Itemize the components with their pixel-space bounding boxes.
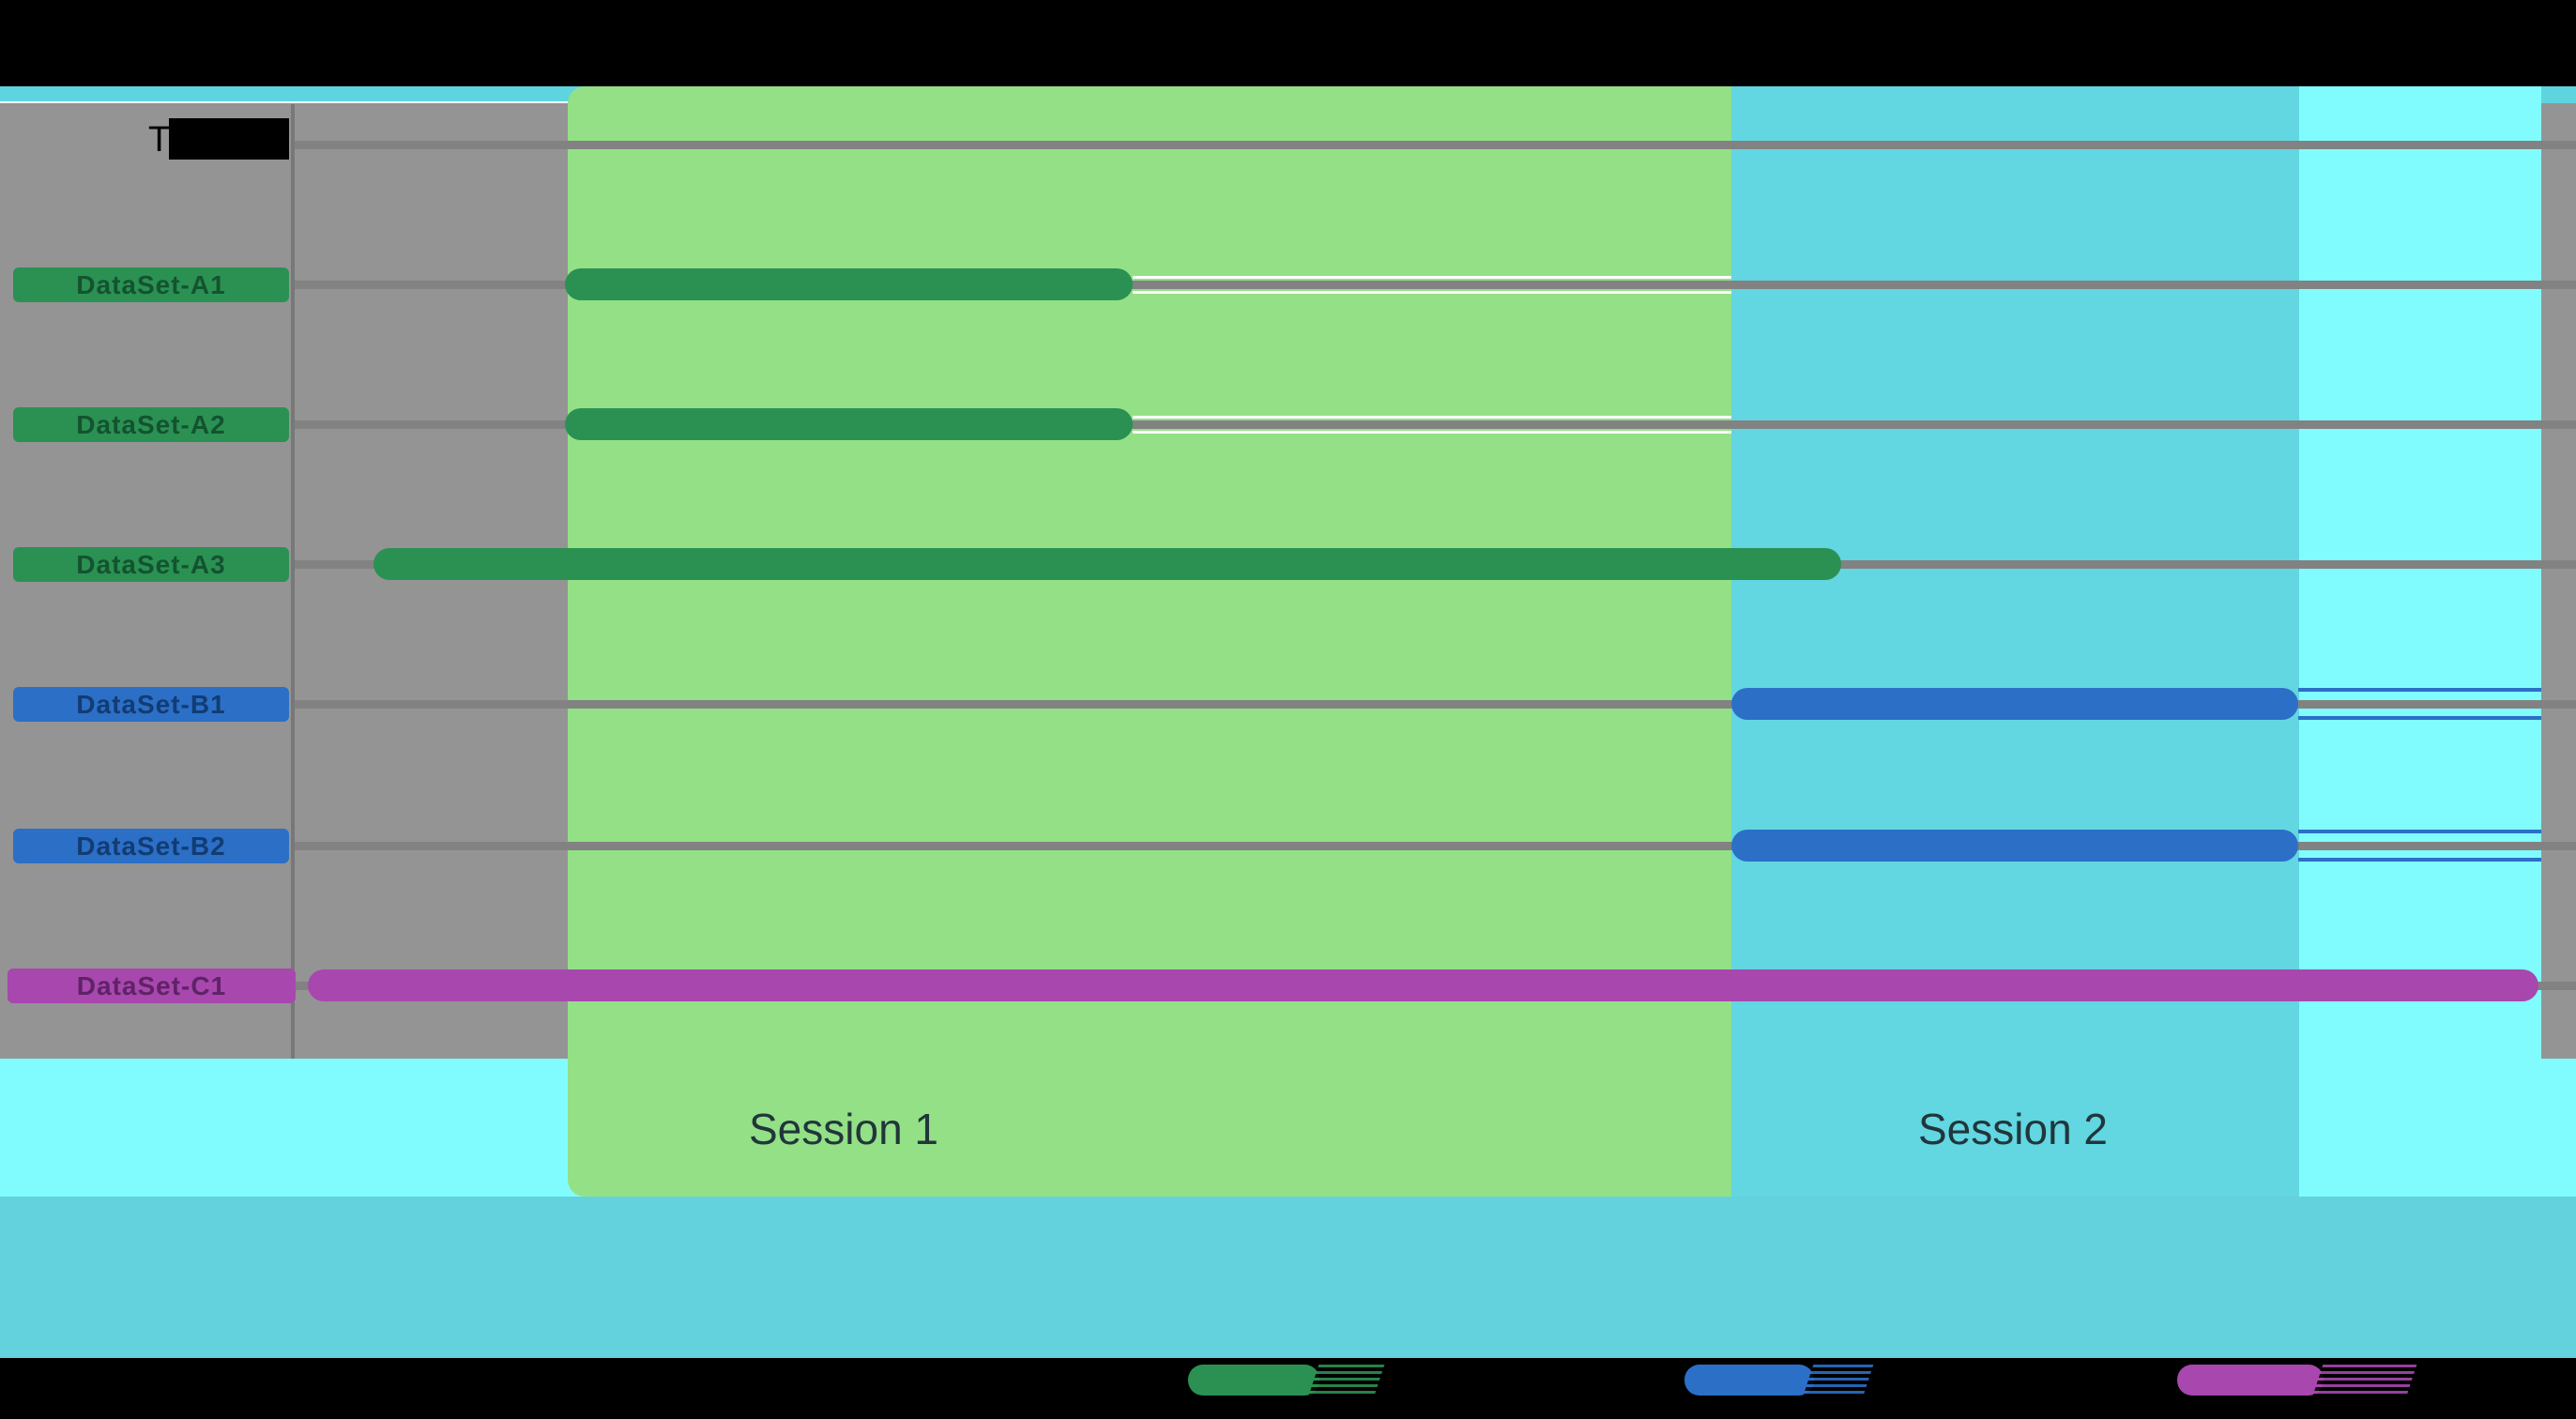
timeline-bar-dataset-a3 (373, 548, 1841, 580)
bottom-band (0, 1197, 2576, 1358)
dataset-label-dataset-a1: DataSet-A1 (13, 267, 289, 302)
dataset-label-dataset-a3: DataSet-A3 (13, 547, 289, 582)
legend-label-redacted (1803, 1365, 1874, 1396)
gridline (295, 842, 2576, 850)
legend-label-redacted (1308, 1365, 1385, 1396)
dataset-label-text: DataSet-A1 (76, 269, 226, 299)
bar-extension-line (2298, 858, 2541, 862)
dataset-label-text: DataSet-B1 (76, 689, 226, 719)
dataset-label-text: DataSet-A3 (76, 549, 226, 579)
session-2-label: Session 2 (1918, 1105, 2109, 1153)
timeline-bar-dataset-c1 (308, 969, 2538, 1001)
bar-extension-line (2298, 688, 2541, 692)
legend-swatch (1188, 1365, 1319, 1396)
dataset-label-dataset-a2: DataSet-A2 (13, 407, 289, 442)
bar-extension-line (1133, 291, 1731, 294)
dataset-label-dataset-b1: DataSet-B1 (13, 687, 289, 722)
bar-extension-line (2298, 716, 2541, 720)
session-1-label: Session 1 (749, 1105, 939, 1153)
gridline (295, 420, 2576, 429)
dataset-label-text: DataSet-B2 (76, 831, 226, 861)
gridline (295, 281, 2576, 289)
legend-swatch (1684, 1365, 1814, 1396)
session-1-panel (568, 86, 1731, 1197)
dataset-label-text: DataSet-A2 (76, 409, 226, 439)
gridline (295, 141, 2576, 149)
bar-extension-line (1133, 276, 1731, 279)
session-2-panel (1731, 86, 2299, 1197)
bar-extension-line (1133, 431, 1731, 434)
dataset-label-dataset-b2: DataSet-B2 (13, 829, 289, 863)
bar-extension-line (2298, 830, 2541, 833)
post-session-panel (2299, 86, 2541, 1197)
dataset-label-text: DataSet-C1 (76, 970, 227, 1000)
dataset-label-dataset-c1: DataSet-C1 (8, 969, 296, 1003)
gridline (295, 700, 2576, 709)
timeline-bar-dataset-b2 (1731, 830, 2298, 862)
label-column-divider (291, 104, 295, 1059)
top-strip-highlight (0, 101, 568, 104)
bar-extension-line (1133, 416, 1731, 419)
timeline-bar-dataset-a2 (565, 408, 1133, 440)
header-redaction-box (169, 118, 289, 160)
timeline-bar-dataset-a1 (565, 268, 1133, 300)
timeline-bar-dataset-b1 (1731, 688, 2298, 720)
legend-label-redacted (2312, 1365, 2417, 1396)
legend-swatch (2177, 1365, 2324, 1396)
